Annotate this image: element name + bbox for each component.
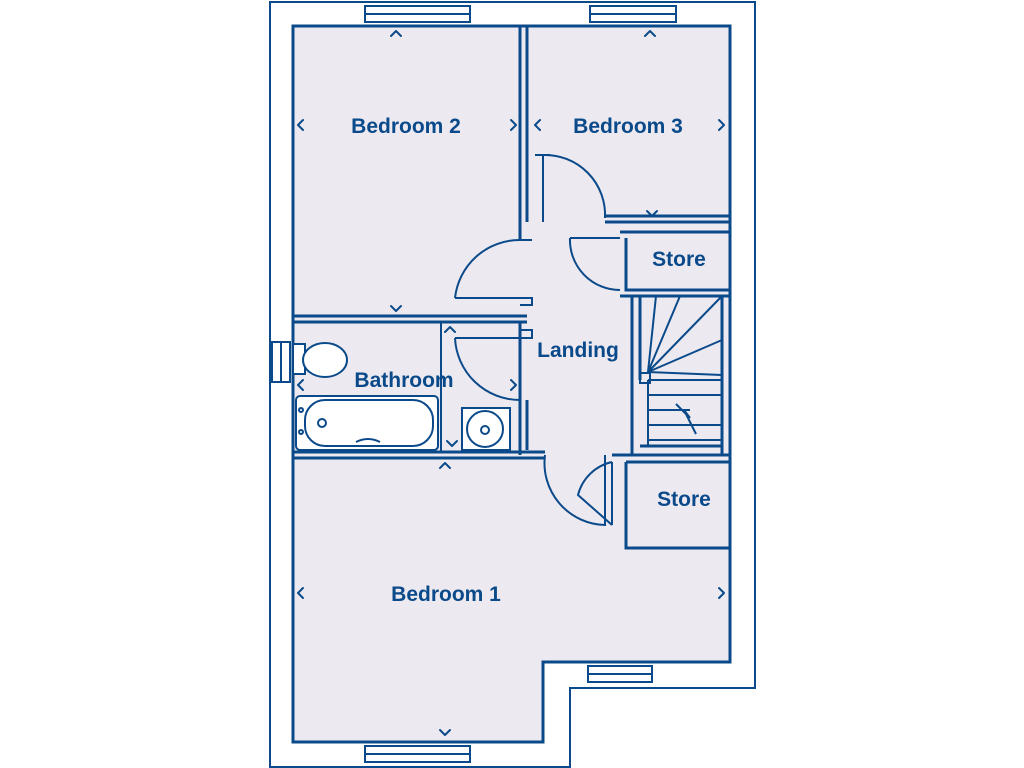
door-bedroom2 <box>454 238 521 299</box>
bathroom-cabinet <box>292 321 442 453</box>
doors <box>454 153 621 527</box>
door-bedroom1 <box>543 454 606 527</box>
wall-store-upper <box>620 230 730 298</box>
label-store-upper: Store <box>652 248 706 271</box>
interior-floor <box>291 24 732 744</box>
door-bathroom <box>454 337 521 402</box>
basin-icon <box>461 407 511 451</box>
wall-bath-right <box>518 322 529 455</box>
dimension-markers <box>297 30 725 736</box>
door-store-lower <box>576 461 613 526</box>
label-bathroom: Bathroom <box>354 369 453 392</box>
label-bedroom3: Bedroom 3 <box>573 115 683 138</box>
door-store-upper <box>568 237 621 291</box>
wall-bed2-bed3 <box>518 26 529 240</box>
bath-icon <box>295 395 439 451</box>
wall-bed3-bottom <box>605 214 730 224</box>
label-store-lower: Store <box>657 488 711 511</box>
label-bedroom1: Bedroom 1 <box>391 583 501 606</box>
door-bedroom3 <box>542 153 607 222</box>
windows <box>271 5 677 763</box>
label-bedroom2: Bedroom 2 <box>351 115 461 138</box>
stairs-outline <box>630 296 732 455</box>
label-landing: Landing <box>537 339 619 362</box>
toilet-icon <box>292 342 348 378</box>
outer-wall <box>269 1 756 768</box>
stairs-icon <box>639 295 723 446</box>
